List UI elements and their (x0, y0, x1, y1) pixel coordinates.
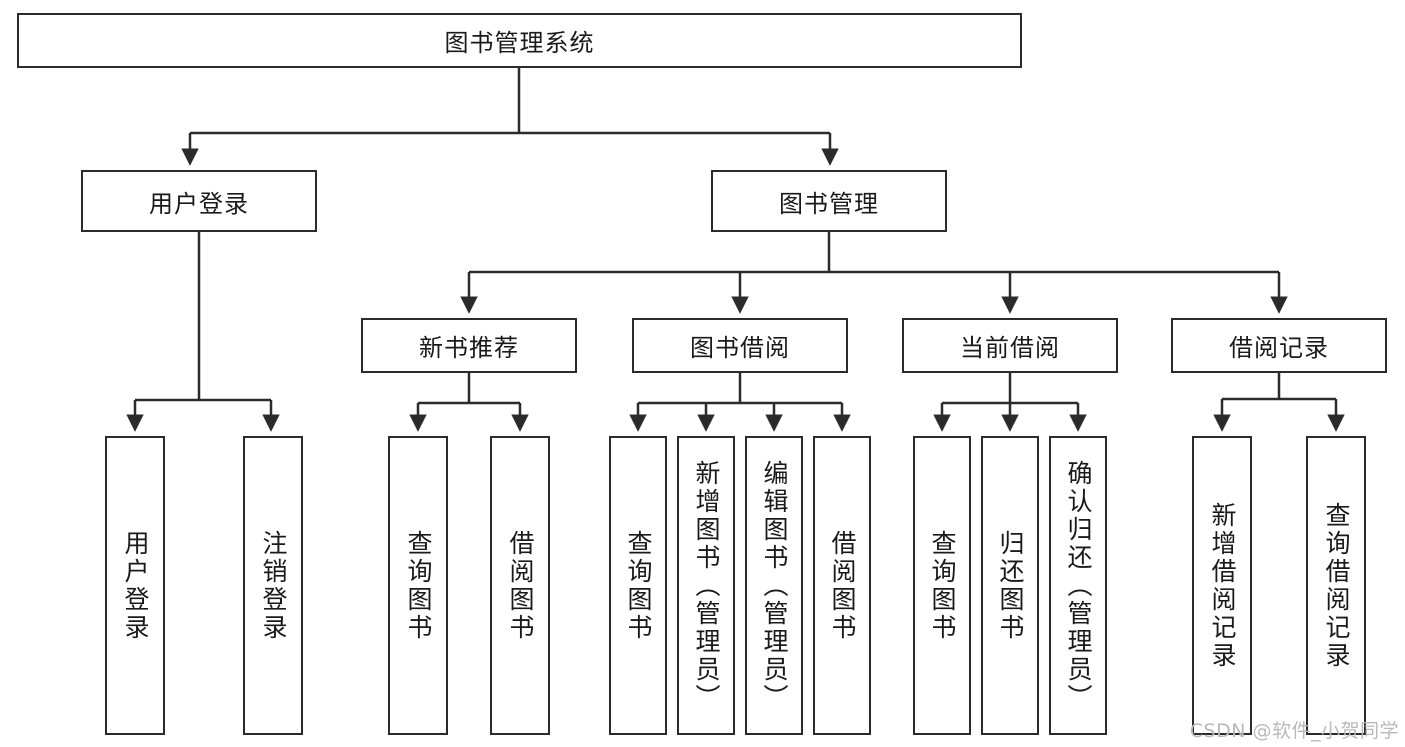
node-book-management-label: 图书管理 (779, 189, 879, 218)
leaf-add-book[interactable]: 新增图书（管理员） (677, 436, 735, 735)
leaf-return-book[interactable]: 归还图书 (981, 436, 1039, 735)
node-borrow-record[interactable]: 借阅记录 (1171, 318, 1387, 373)
leaf-edit-book-label: 编辑图书（管理员） (760, 459, 789, 712)
leaf-query-book-2[interactable]: 查询图书 (609, 436, 667, 735)
leaf-user-login-label: 用户登录 (121, 529, 150, 642)
node-book-borrow[interactable]: 图书借阅 (632, 318, 848, 373)
node-user-login-label: 用户登录 (149, 189, 249, 218)
leaf-add-record-label: 新增借阅记录 (1208, 501, 1237, 670)
leaf-add-book-label: 新增图书（管理员） (692, 459, 721, 712)
watermark: CSDN @软件_小贺同学 (1189, 720, 1399, 742)
leaf-query-book-3-label: 查询图书 (928, 529, 957, 642)
leaf-user-login[interactable]: 用户登录 (105, 436, 165, 735)
node-borrow-record-label: 借阅记录 (1229, 334, 1329, 362)
leaf-query-record-label: 查询借阅记录 (1322, 501, 1351, 670)
node-current-borrow[interactable]: 当前借阅 (902, 318, 1118, 373)
node-new-book-recommend-label: 新书推荐 (419, 334, 519, 362)
node-new-book-recommend[interactable]: 新书推荐 (361, 318, 577, 373)
leaf-query-book-1-label: 查询图书 (404, 529, 433, 642)
leaf-edit-book[interactable]: 编辑图书（管理员） (745, 436, 803, 735)
node-book-management[interactable]: 图书管理 (711, 170, 947, 232)
node-root[interactable]: 图书管理系统 (17, 13, 1022, 68)
leaf-add-record[interactable]: 新增借阅记录 (1192, 436, 1252, 735)
node-book-borrow-label: 图书借阅 (690, 334, 790, 362)
leaf-borrow-book-1[interactable]: 借阅图书 (490, 436, 550, 735)
leaf-borrow-book-2[interactable]: 借阅图书 (813, 436, 871, 735)
leaf-query-record[interactable]: 查询借阅记录 (1306, 436, 1366, 735)
leaf-confirm-return[interactable]: 确认归还（管理员） (1049, 436, 1107, 735)
leaf-query-book-2-label: 查询图书 (624, 529, 653, 642)
leaf-borrow-book-2-label: 借阅图书 (828, 529, 857, 642)
leaf-query-book-3[interactable]: 查询图书 (913, 436, 971, 735)
leaf-borrow-book-1-label: 借阅图书 (506, 529, 535, 642)
leaf-query-book-1[interactable]: 查询图书 (388, 436, 448, 735)
node-current-borrow-label: 当前借阅 (960, 334, 1060, 362)
leaf-user-logout[interactable]: 注销登录 (243, 436, 303, 735)
leaf-user-logout-label: 注销登录 (259, 529, 288, 642)
leaf-return-book-label: 归还图书 (996, 529, 1025, 642)
node-root-label: 图书管理系统 (444, 29, 595, 57)
node-user-login[interactable]: 用户登录 (81, 170, 317, 232)
leaf-confirm-return-label: 确认归还（管理员） (1064, 459, 1093, 712)
